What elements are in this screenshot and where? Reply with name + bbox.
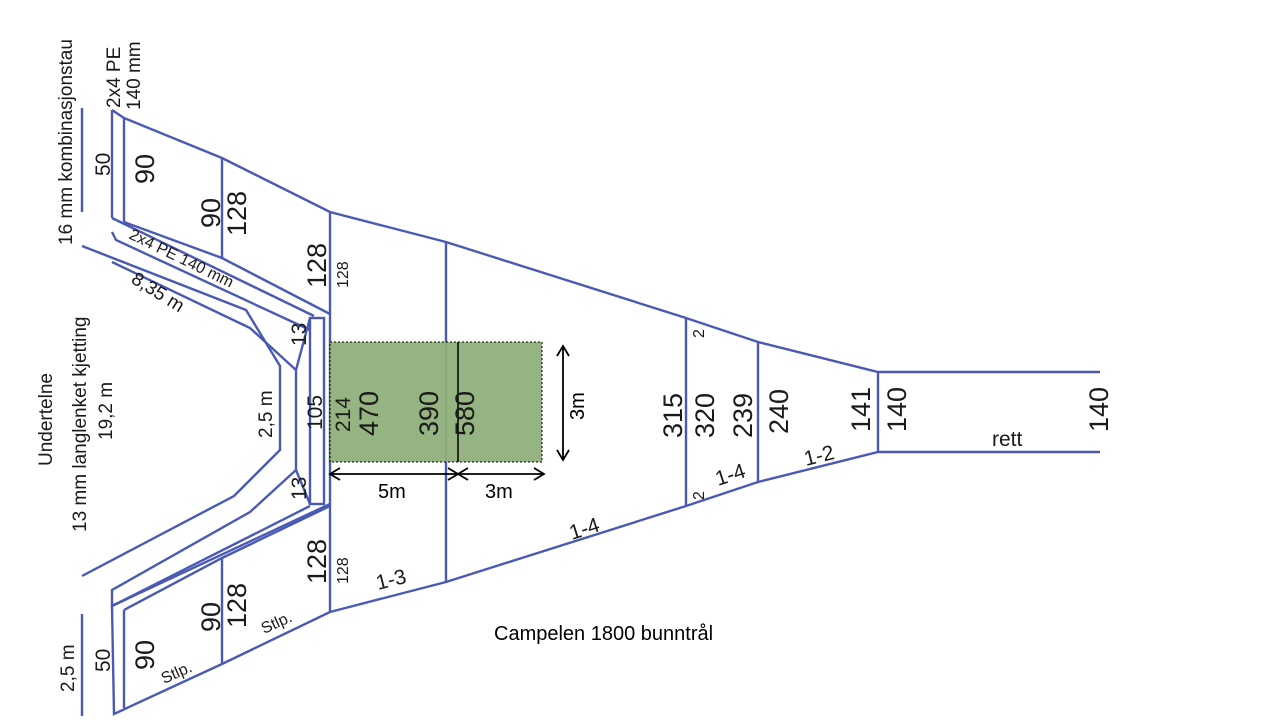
label-128-lower-small: 128 xyxy=(335,557,352,584)
label-240: 240 xyxy=(764,389,794,434)
label-50-lower: 50 xyxy=(92,649,115,672)
dim-right-label: 3m xyxy=(485,481,513,503)
label-140-b: 140 xyxy=(1084,387,1114,432)
cut-1-3: 1-3 xyxy=(374,565,409,595)
label-90-b: 90 xyxy=(196,198,226,228)
label-2-top: 2 xyxy=(691,329,708,338)
foot-length: 19,2 m xyxy=(96,382,117,440)
label-320: 320 xyxy=(690,393,720,438)
dim-left-label: 5m xyxy=(378,481,406,503)
belly-side-outline xyxy=(81,244,326,608)
rope-spec-1: 2x4 PE xyxy=(104,47,125,108)
foot-title: Undertelne xyxy=(36,373,57,466)
label-90-top: 90 xyxy=(130,154,160,184)
label-315: 315 xyxy=(658,393,688,438)
label-13-top: 13 xyxy=(288,323,311,346)
highlight-area xyxy=(329,341,543,463)
label-128-sq: 128 xyxy=(302,243,332,288)
mid-length: 2,5 m xyxy=(256,390,277,438)
rope-spec-2: 140 mm xyxy=(124,41,145,110)
label-580: 580 xyxy=(450,391,480,436)
label-stlp-b: Stlp. xyxy=(259,609,295,638)
label-140-a: 140 xyxy=(882,387,912,432)
label-90-lower-a: 90 xyxy=(196,602,226,632)
label-128-lower-wing: 128 xyxy=(222,583,252,628)
label-141: 141 xyxy=(846,387,876,432)
dim-height-arrow xyxy=(556,344,570,462)
dim-left-arrow xyxy=(328,467,460,481)
label-128-b: 128 xyxy=(222,191,252,236)
cut-1-4-lower: 1-4 xyxy=(566,513,602,544)
label-rett: rett xyxy=(992,428,1023,451)
label-390: 390 xyxy=(414,391,444,436)
diagram-caption: Campelen 1800 bunntrål xyxy=(494,623,713,645)
label-105: 105 xyxy=(304,395,327,430)
label-90-lower-b: 90 xyxy=(130,640,160,670)
label-239: 239 xyxy=(728,393,758,438)
label-128-sq-small: 128 xyxy=(335,261,352,288)
label-50-top: 50 xyxy=(92,153,115,176)
cut-1-2: 1-2 xyxy=(802,441,837,471)
label-470: 470 xyxy=(354,391,384,436)
foot-chain: 13 mm langlenket kjetting xyxy=(70,317,91,532)
label-214: 214 xyxy=(332,397,355,432)
label-stlp-a: Stlp. xyxy=(159,659,195,688)
bottom-length: 2,5 m xyxy=(58,644,79,692)
label-13-bottom: 13 xyxy=(288,477,311,500)
lower-wing-outline xyxy=(110,502,331,716)
dim-height-label: 3m xyxy=(567,392,589,420)
label-2-bottom: 2 xyxy=(691,491,708,500)
label-128-lower: 128 xyxy=(302,539,332,584)
rope-title: 16 mm kombinasjonstau xyxy=(56,39,77,245)
dim-right-arrow xyxy=(456,467,546,481)
